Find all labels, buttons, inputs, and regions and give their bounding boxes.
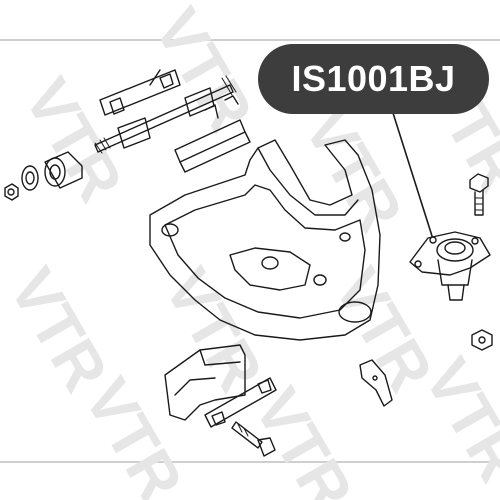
shim-icon bbox=[174, 95, 251, 173]
watermark-text: VTR bbox=[0, 256, 122, 403]
nut-icon bbox=[4, 183, 19, 201]
watermark-text: VTR bbox=[291, 96, 417, 243]
bolt-icon bbox=[469, 173, 489, 216]
clip-icon bbox=[359, 359, 393, 407]
ball-joint-icon bbox=[409, 231, 491, 301]
bushing-icon bbox=[21, 151, 83, 191]
upper-control-arm-icon bbox=[149, 139, 381, 341]
watermark-text: VTR bbox=[71, 366, 197, 500]
bracket-icon bbox=[204, 377, 277, 428]
bracket-icon bbox=[99, 69, 181, 116]
watermark-text: VTR bbox=[11, 66, 137, 213]
watermark-text: VTR bbox=[241, 376, 367, 500]
leader-line bbox=[392, 112, 433, 237]
stud-icon bbox=[231, 421, 276, 457]
nut-icon bbox=[471, 329, 493, 351]
part-code-label: IS1001BJ bbox=[258, 44, 489, 114]
bracket-icon bbox=[164, 344, 246, 421]
watermark-text: VTR bbox=[151, 256, 277, 403]
